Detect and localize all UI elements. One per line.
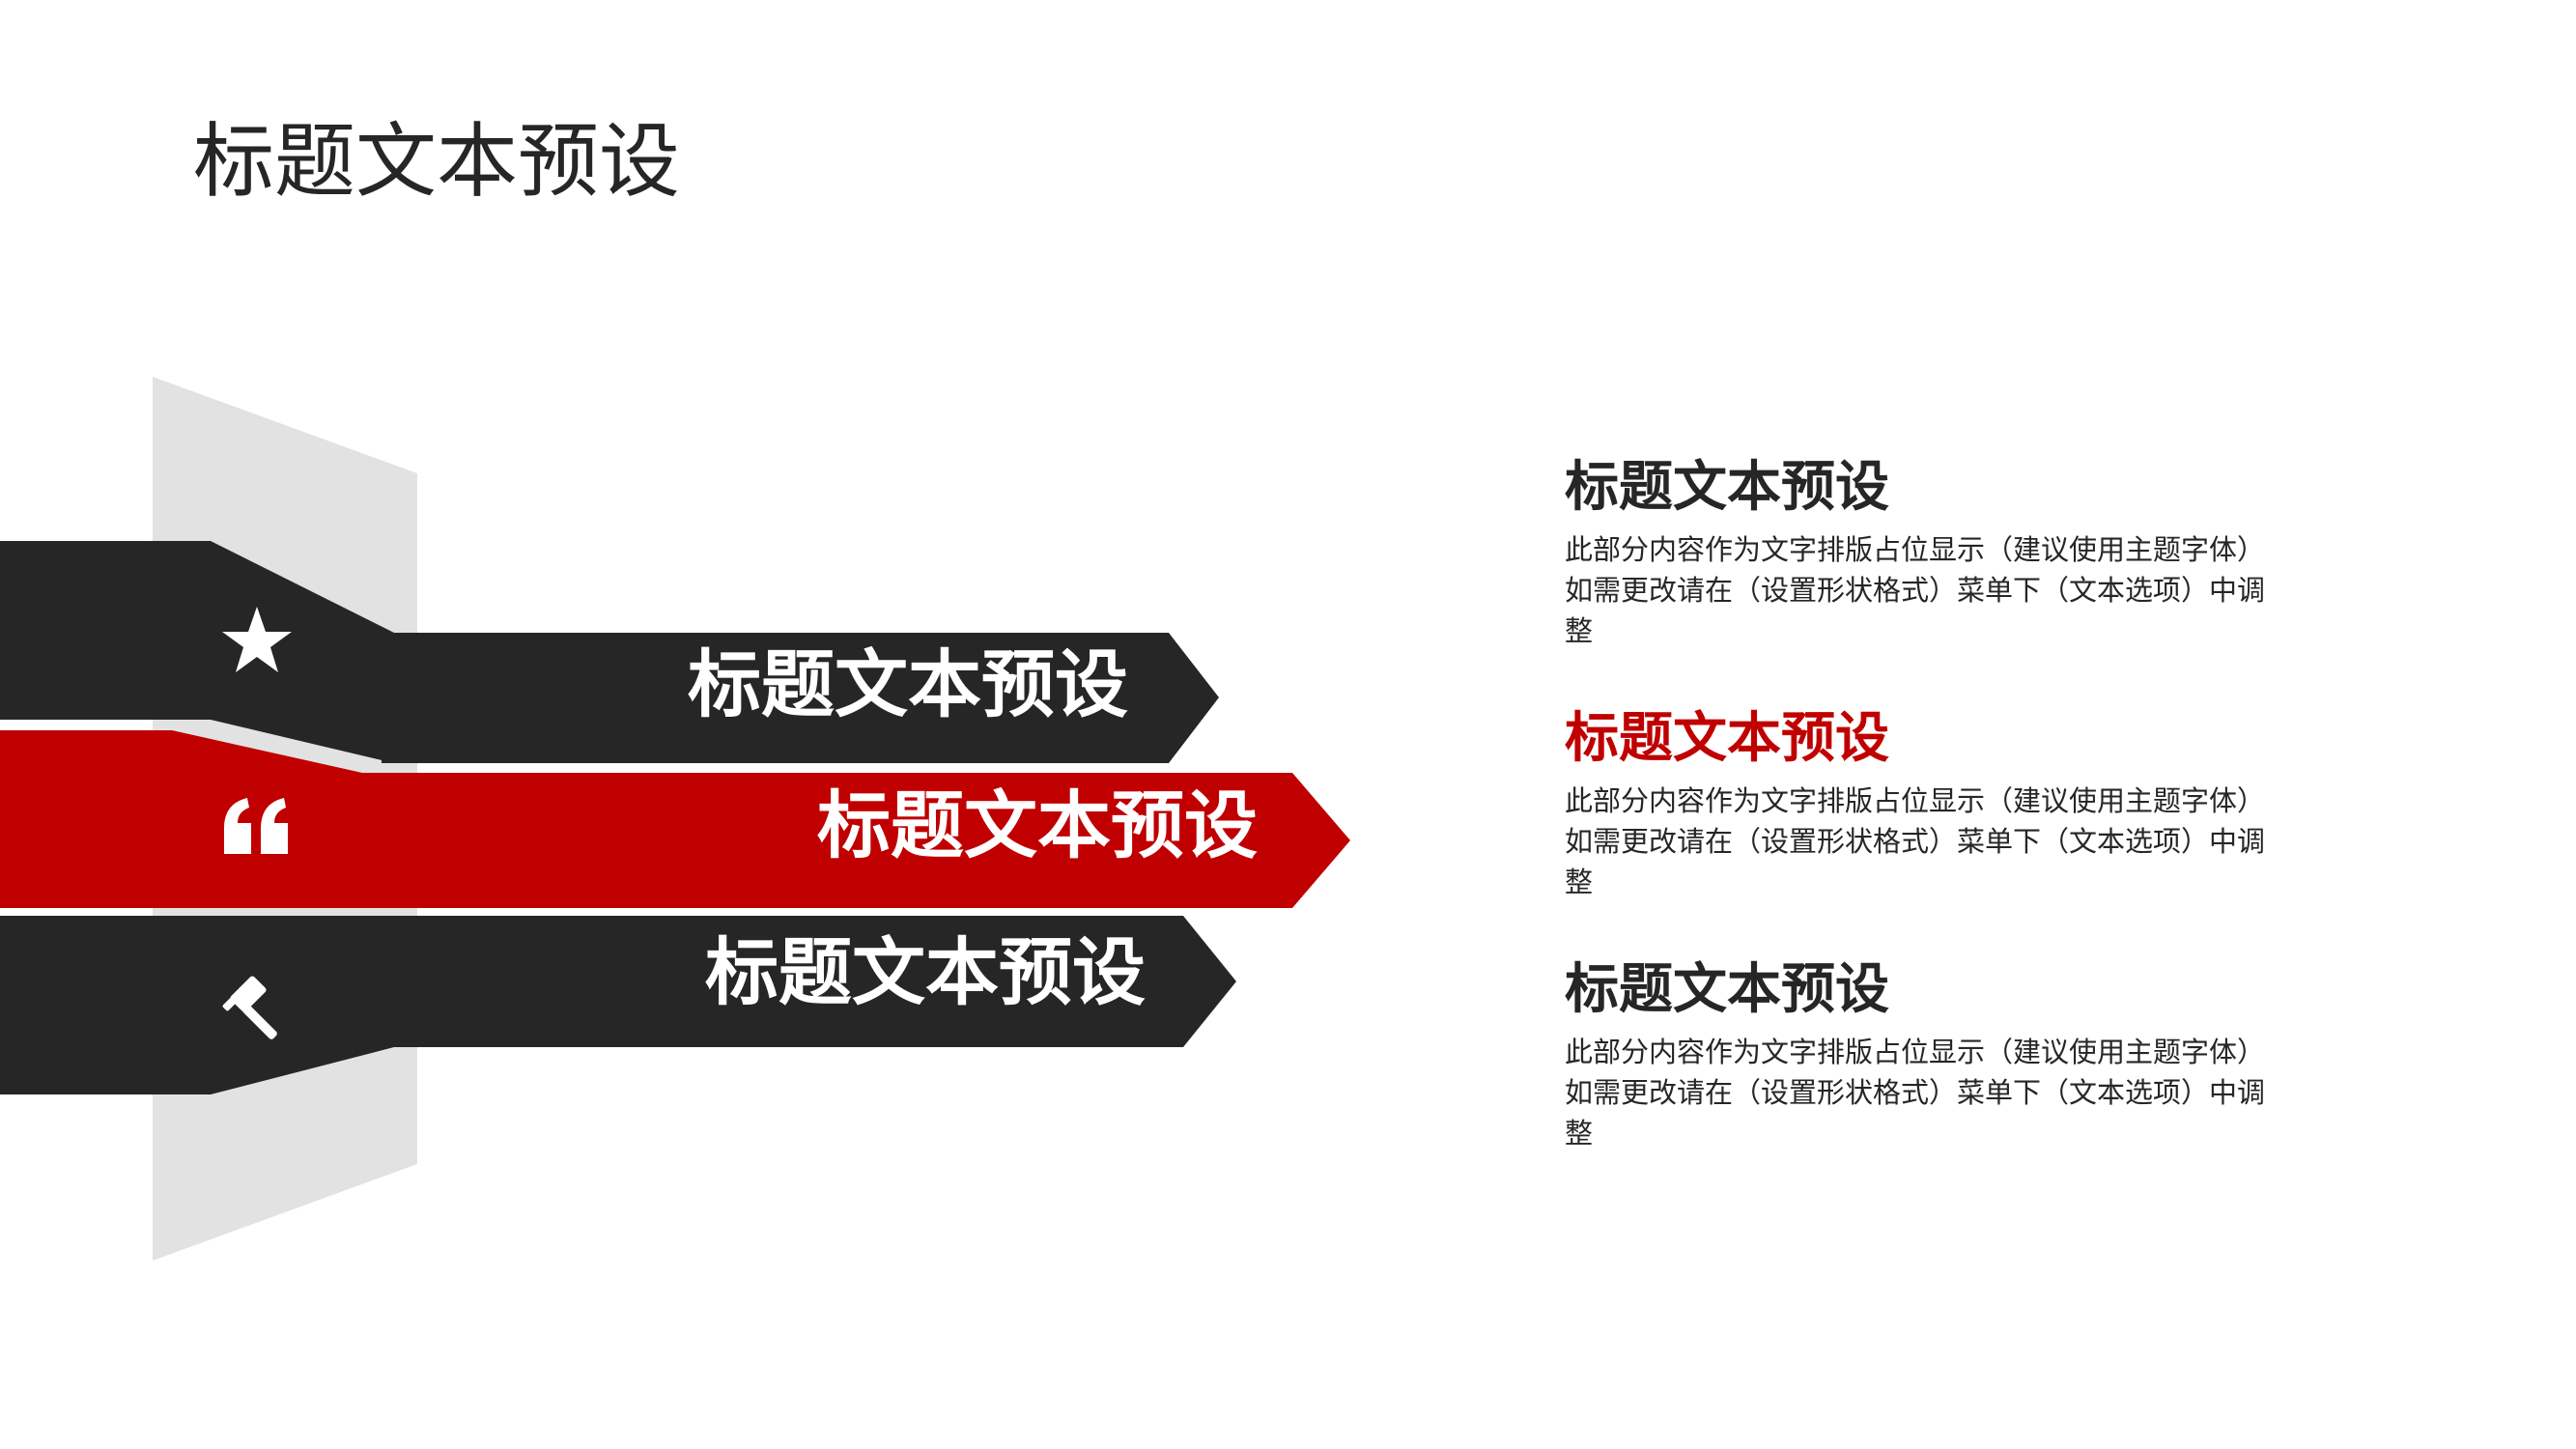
item-body-line: 整 (1565, 614, 1594, 647)
item-body-line: 如需更改请在（设置形状格式）菜单下（文本选项）中调 (1565, 574, 2266, 607)
ribbon-middle-arrow (357, 773, 1350, 908)
item-block-1: 标题文本预设 此部分内容作为文字排版占位显示（建议使用主题字体） 如需更改请在（… (1565, 454, 2299, 651)
item-body-line: 如需更改请在（设置形状格式）菜单下（文本选项）中调 (1565, 825, 2266, 858)
item-body-line: 此部分内容作为文字排版占位显示（建议使用主题字体） (1565, 784, 2266, 817)
ribbon-top-arrow (382, 633, 1219, 763)
ribbon-bottom-fold (0, 916, 394, 1094)
page-title: 标题文本预设 (193, 114, 681, 209)
item-body-line: 此部分内容作为文字排版占位显示（建议使用主题字体） (1565, 533, 2266, 566)
item-block-3: 标题文本预设 此部分内容作为文字排版占位显示（建议使用主题字体） 如需更改请在（… (1565, 956, 2299, 1153)
item-title: 标题文本预设 (1565, 707, 1889, 770)
item-body-line: 整 (1565, 866, 1594, 898)
item-body: 此部分内容作为文字排版占位显示（建议使用主题字体） 如需更改请在（设置形状格式）… (1565, 529, 2299, 651)
item-body-line: 此部分内容作为文字排版占位显示（建议使用主题字体） (1565, 1036, 2266, 1068)
ribbon-top-fold (0, 541, 394, 763)
item-title: 标题文本预设 (1565, 958, 1889, 1021)
ribbon-label-bottom: 标题文本预设 (705, 929, 1146, 1015)
item-body-line: 如需更改请在（设置形状格式）菜单下（文本选项）中调 (1565, 1076, 2266, 1109)
item-body-line: 整 (1565, 1117, 1594, 1150)
star-icon (222, 607, 292, 672)
quote-icon (224, 798, 288, 854)
ribbon-label-middle: 标题文本预设 (817, 782, 1258, 868)
item-body: 此部分内容作为文字排版占位显示（建议使用主题字体） 如需更改请在（设置形状格式）… (1565, 1032, 2299, 1153)
gavel-icon (222, 976, 277, 1039)
item-block-2: 标题文本预设 此部分内容作为文字排版占位显示（建议使用主题字体） 如需更改请在（… (1565, 705, 2299, 902)
item-title: 标题文本预设 (1565, 456, 1889, 519)
ribbon-bottom-arrow (382, 916, 1236, 1047)
item-body: 此部分内容作为文字排版占位显示（建议使用主题字体） 如需更改请在（设置形状格式）… (1565, 781, 2299, 902)
ribbon-middle-fold (0, 730, 362, 908)
ribbon-label-top: 标题文本预设 (688, 641, 1128, 727)
